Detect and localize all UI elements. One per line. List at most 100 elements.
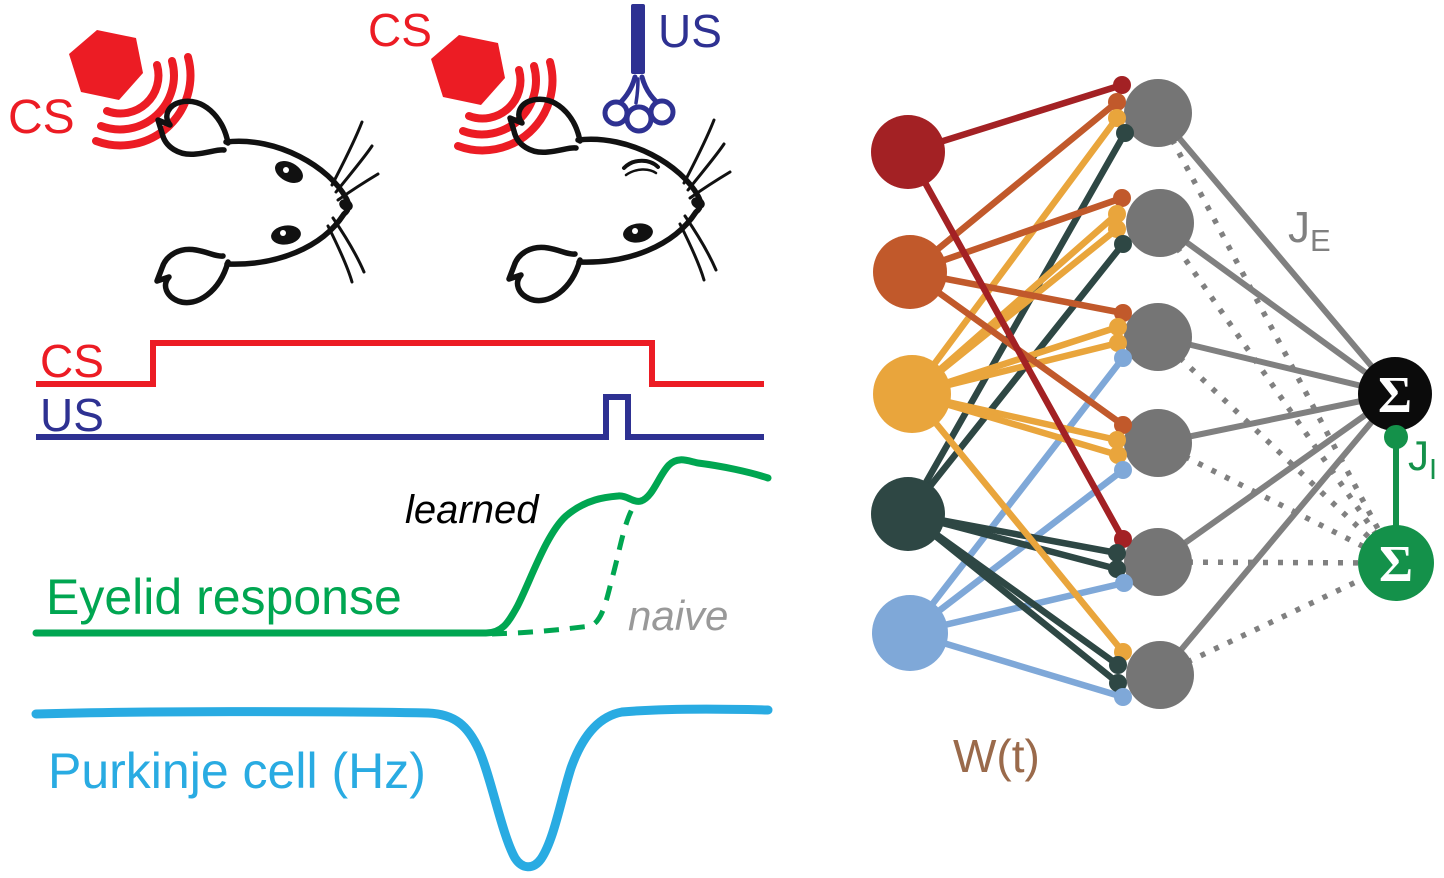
synapse-dot <box>1114 235 1132 253</box>
input-node-rust <box>873 235 947 309</box>
sound-wave-arc <box>92 53 195 150</box>
speaker-icon <box>69 30 195 150</box>
mouse-eye-closed <box>622 158 660 170</box>
synapse-dot <box>1108 560 1126 578</box>
input-node-blue <box>872 595 948 671</box>
us-trace-line <box>36 394 764 440</box>
mouse-eye-highlight <box>280 230 286 236</box>
weight-edge <box>908 114 1121 398</box>
cs-trace-line <box>36 340 764 387</box>
ji-subscript: I <box>1429 454 1437 486</box>
air-puff-cloud <box>648 98 676 126</box>
mouse-nose <box>339 199 353 211</box>
input-node-amber <box>873 355 951 433</box>
synapse-dot <box>1109 446 1127 464</box>
synapse-dot <box>1108 431 1126 449</box>
input-layer <box>871 115 951 671</box>
eyelid-learned-curve <box>32 456 772 637</box>
inhibitory-synapse-dot <box>1384 425 1408 449</box>
granule-layer <box>1108 76 1194 709</box>
synapse-dot <box>1116 124 1134 142</box>
mouse-ear-lower <box>506 244 583 304</box>
synapse-dot <box>1108 205 1126 223</box>
excitatory-sum-symbol: Σ <box>1378 367 1412 424</box>
weight-edge <box>906 466 1127 637</box>
cs-label-mouse1: CS <box>8 91 75 144</box>
granule-cell-node <box>1124 528 1192 596</box>
excitatory-edge <box>1156 391 1397 565</box>
left-panel: CS CS <box>8 4 773 872</box>
sound-wave-arc <box>97 57 178 134</box>
eyelid-response-plot: learned naive Eyelid response <box>32 456 772 639</box>
mouse-1 <box>154 98 380 306</box>
mouse-eye-lower <box>271 225 301 245</box>
je-subscript: E <box>1310 223 1331 258</box>
je-label: JE <box>1288 203 1331 258</box>
mouse-nose <box>691 197 705 209</box>
synapse-dot <box>1114 530 1132 548</box>
mouse-ear-upper <box>507 96 583 155</box>
excitatory-edge <box>1157 392 1398 677</box>
mouse-whiskers <box>678 118 732 282</box>
cs-trace: CS <box>36 335 764 387</box>
synapse-dot <box>1115 574 1133 592</box>
speaker-horn <box>431 35 505 105</box>
inhibitory-edge <box>1156 440 1398 566</box>
mouse-head-outline <box>223 138 352 267</box>
sum-node-excitatory <box>1358 357 1432 431</box>
input-node-red <box>871 115 945 189</box>
synapse-dot <box>1109 334 1127 352</box>
weight-edge <box>906 98 1121 276</box>
inhibitory-edge <box>1158 560 1398 678</box>
air-puff-icon <box>602 4 676 134</box>
synapse-dot <box>1108 544 1126 562</box>
excitatory-edge <box>1157 391 1396 446</box>
weight-edge <box>906 194 1126 276</box>
purkinje-label: Purkinje cell (Hz) <box>48 743 426 799</box>
weight-edge <box>904 240 1127 518</box>
eyelid-response-label: Eyelid response <box>46 569 402 625</box>
synapse-dot <box>1108 220 1126 238</box>
inhibitory-edge <box>1156 335 1398 565</box>
mouse-eye-highlight <box>283 167 289 173</box>
weight-edge <box>906 354 1127 637</box>
network-panel: Σ Σ JE JI W(t) <box>871 76 1437 782</box>
excitatory-edge <box>1158 220 1397 397</box>
sound-wave-arc <box>454 58 557 155</box>
wt-label: W(t) <box>953 730 1040 782</box>
synapse-dot <box>1109 656 1127 674</box>
air-puff-nozzle <box>631 4 645 74</box>
sound-wave-arc <box>103 61 163 118</box>
output-layer <box>1358 357 1434 601</box>
sum-node-inhibitory <box>1358 525 1434 601</box>
mouse-eye-upper <box>275 161 303 183</box>
inhibitory-edge <box>1155 111 1399 565</box>
cs-trace-label: CS <box>40 335 104 387</box>
purkinje-curve <box>31 704 773 872</box>
mouse-whiskers <box>326 120 380 284</box>
ji-label: JI <box>1408 432 1437 486</box>
us-trace-label: US <box>40 389 104 441</box>
air-puff-stream <box>634 77 640 105</box>
network-weight-edges <box>904 81 1129 701</box>
sound-wave-arc <box>465 66 525 123</box>
weight-edge <box>904 148 1127 543</box>
synapse-dot <box>1108 93 1126 111</box>
weight-edge <box>904 129 1129 518</box>
mouse-ear-upper <box>155 98 231 157</box>
synapse-dot <box>1109 318 1127 336</box>
mouse-eye-closed-crease <box>624 168 658 177</box>
synapse-dot <box>1108 109 1126 127</box>
mouse-head-outline <box>575 136 704 265</box>
us-trace: US <box>36 389 764 441</box>
weight-edge <box>908 225 1121 398</box>
excitatory-edge <box>1155 111 1398 396</box>
granule-cell-node <box>1124 79 1192 147</box>
network-gray-edges <box>1155 111 1399 678</box>
mouse-2 <box>506 96 732 304</box>
ji-base: J <box>1408 432 1429 479</box>
synapse-dot <box>1114 461 1132 479</box>
mouse-eye-highlight <box>632 228 638 234</box>
speaker-horn <box>69 30 143 100</box>
